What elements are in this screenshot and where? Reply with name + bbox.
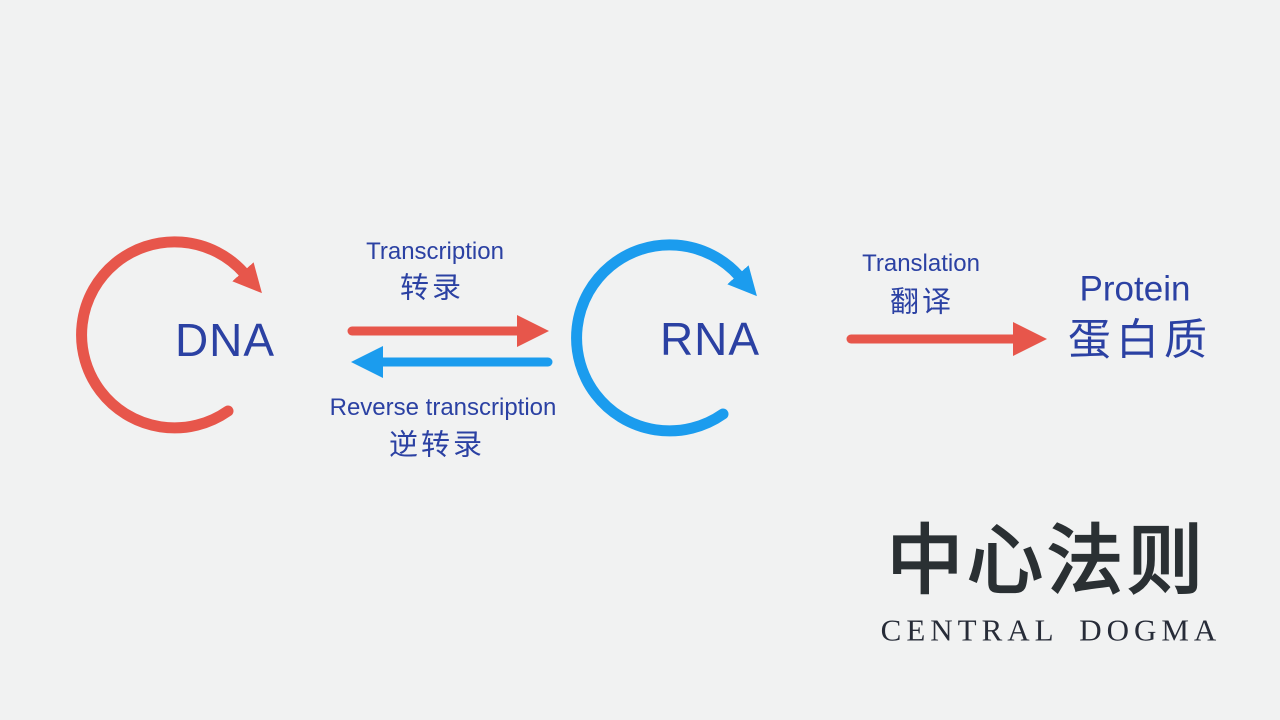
- translation-label-zh: 翻译: [889, 286, 955, 319]
- dna-replication-cycle-arrow-icon: [76, 236, 262, 434]
- protein-label-en: Protein: [1079, 269, 1191, 309]
- reverse-transcription-label-en: Reverse transcription: [329, 394, 557, 421]
- reverse-transcription-arrow-icon: [351, 346, 553, 378]
- rna-label: RNA: [659, 313, 761, 365]
- transcription-label-zh: 转录: [399, 272, 465, 305]
- reverse-transcription-label-zh: 逆转录: [388, 429, 486, 462]
- page-title-en: CENTRAL DOGMA: [880, 612, 1222, 648]
- transcription-label-en: Transcription: [366, 238, 504, 265]
- page-title-zh: 中心法则: [887, 519, 1207, 604]
- transcription-arrow-icon: [347, 315, 549, 347]
- translation-label-en: Translation: [862, 250, 980, 277]
- rna-replication-cycle-arrow-icon: [571, 239, 757, 437]
- translation-arrow-icon: [846, 322, 1047, 356]
- dna-label: DNA: [174, 314, 276, 366]
- protein-label-zh: 蛋白质: [1068, 316, 1212, 365]
